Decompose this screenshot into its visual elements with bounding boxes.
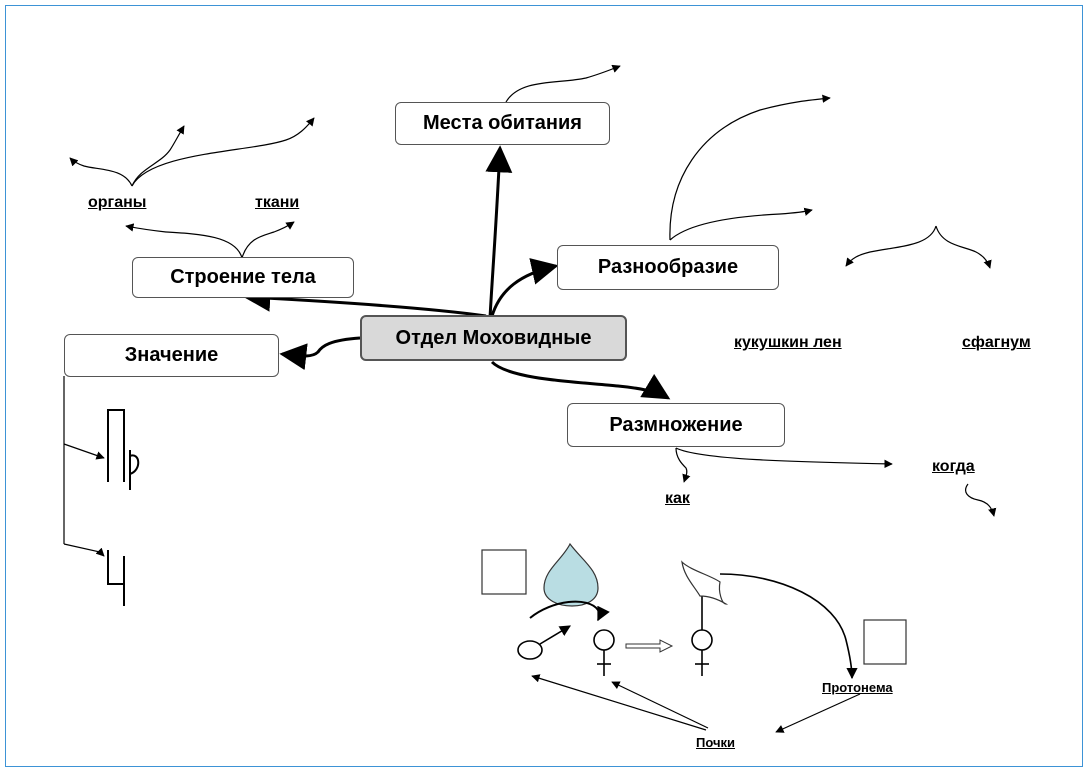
structure-to-organs — [125, 223, 243, 259]
species-brace-right — [935, 225, 992, 269]
significance-node[interactable]: Значение — [64, 334, 279, 377]
branch-to-reproduction — [490, 360, 671, 400]
branch-to-diversity — [490, 258, 559, 317]
life-cycle-square-left — [481, 549, 527, 595]
water-drop-icon — [543, 542, 599, 607]
when-label: когда — [932, 458, 975, 475]
buds-to-male — [531, 674, 707, 731]
reproduction-to-how — [675, 447, 691, 483]
female-symbol-icon — [593, 629, 615, 676]
male-symbol-icon — [517, 625, 571, 660]
slide-frame — [5, 5, 1083, 767]
how-label: как — [665, 490, 690, 507]
protonema-label: Протонема — [822, 680, 893, 695]
diversity-node[interactable]: Разнообразие — [557, 245, 779, 290]
organs-label: органы — [88, 194, 147, 211]
branch-to-structure — [243, 284, 487, 318]
reproduction-node[interactable]: Размножение — [567, 403, 785, 447]
central-node[interactable]: Отдел Моховидные — [360, 315, 627, 361]
development-hollow-arrow — [625, 639, 674, 653]
organs-arrow-left — [69, 157, 133, 187]
sphagnum-label: сфагнум — [962, 334, 1031, 351]
buds-label: Почки — [696, 735, 736, 750]
spore-to-protonema — [719, 573, 858, 680]
tissues-label: ткани — [255, 194, 300, 211]
significance-to-nature — [63, 443, 105, 460]
protonema-to-buds — [775, 693, 861, 733]
when-arrow — [965, 483, 997, 517]
buds-to-female — [611, 681, 709, 729]
organs-arrow-right — [131, 117, 315, 187]
haircap-moss-label: кукушкин лен — [734, 334, 842, 351]
fertilization-arc — [529, 600, 610, 622]
habitat-node[interactable]: Места обитания — [395, 102, 610, 145]
life-cycle-square-right — [863, 619, 907, 665]
significance-to-human — [63, 543, 105, 557]
diversity-arrow-right — [669, 207, 813, 241]
nature-glyph-icon — [107, 409, 140, 490]
diversity-arrow-up — [669, 94, 831, 241]
reproduction-to-when — [675, 447, 893, 469]
branch-to-significance — [279, 336, 361, 371]
human-glyph-icon — [107, 550, 125, 606]
structure-node[interactable]: Строение тела — [132, 257, 354, 298]
sporangium-capsule-icon — [681, 560, 729, 605]
female-symbol-icon — [691, 596, 713, 676]
branch-to-habitat — [485, 145, 513, 319]
species-brace-left — [845, 225, 937, 267]
structure-to-tissues — [241, 221, 295, 259]
organs-arrow-mid — [131, 125, 185, 187]
habitat-arrow — [505, 64, 621, 103]
